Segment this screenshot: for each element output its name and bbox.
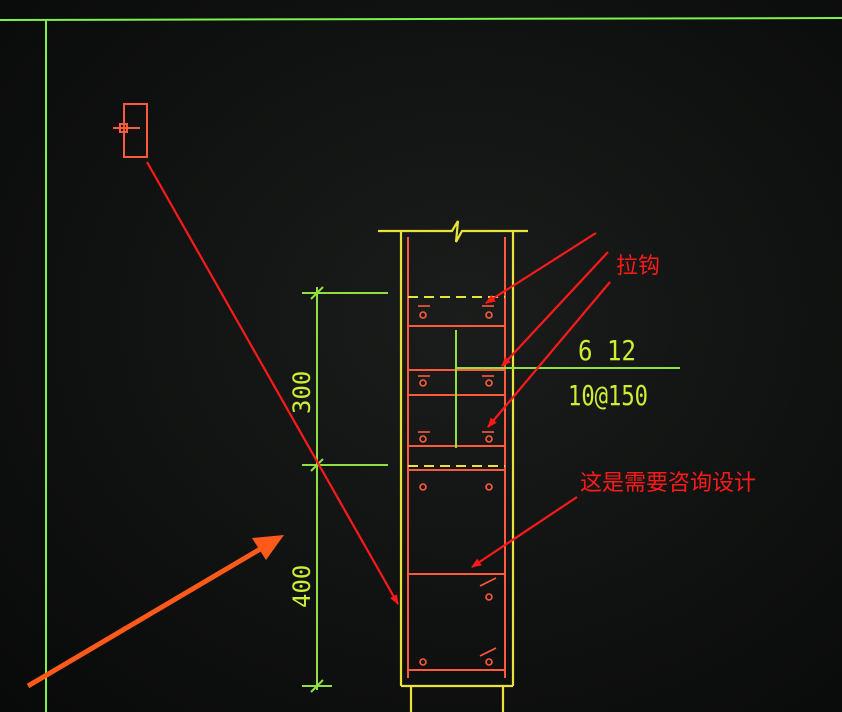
center-tie: [455, 330, 680, 448]
big-pointer-arrow: [26, 535, 284, 689]
dim-tick-3: [310, 679, 324, 693]
marker-arrow: [146, 161, 399, 605]
question-annotation-label: 这是需要咨询设计: [580, 471, 756, 496]
dimension-chain: [302, 286, 388, 693]
dim-label-300: 300: [288, 371, 316, 414]
stirrups: [407, 237, 506, 678]
dim-label-400: 400: [288, 565, 316, 608]
rebar-main-label: 6 12: [578, 334, 636, 367]
tie-arrow-1: [485, 232, 597, 304]
tie-annotation-label: 拉钩: [616, 254, 660, 279]
frame-top-line: [0, 17, 842, 21]
rebar-stirrup-label: 10@150: [568, 379, 648, 412]
annotation-arrows: [146, 161, 611, 605]
rebar-bars: [418, 305, 497, 666]
dim-tick-2: [310, 458, 324, 472]
section-cut-marker: [113, 103, 148, 158]
question-arrow: [471, 496, 578, 568]
break-line: [378, 220, 528, 243]
tie-arrow-2: [501, 251, 609, 367]
dim-tick-1: [310, 286, 324, 300]
column-outline: [378, 220, 528, 712]
tie-arrow-3: [487, 281, 611, 428]
frame-border: [0, 17, 842, 712]
